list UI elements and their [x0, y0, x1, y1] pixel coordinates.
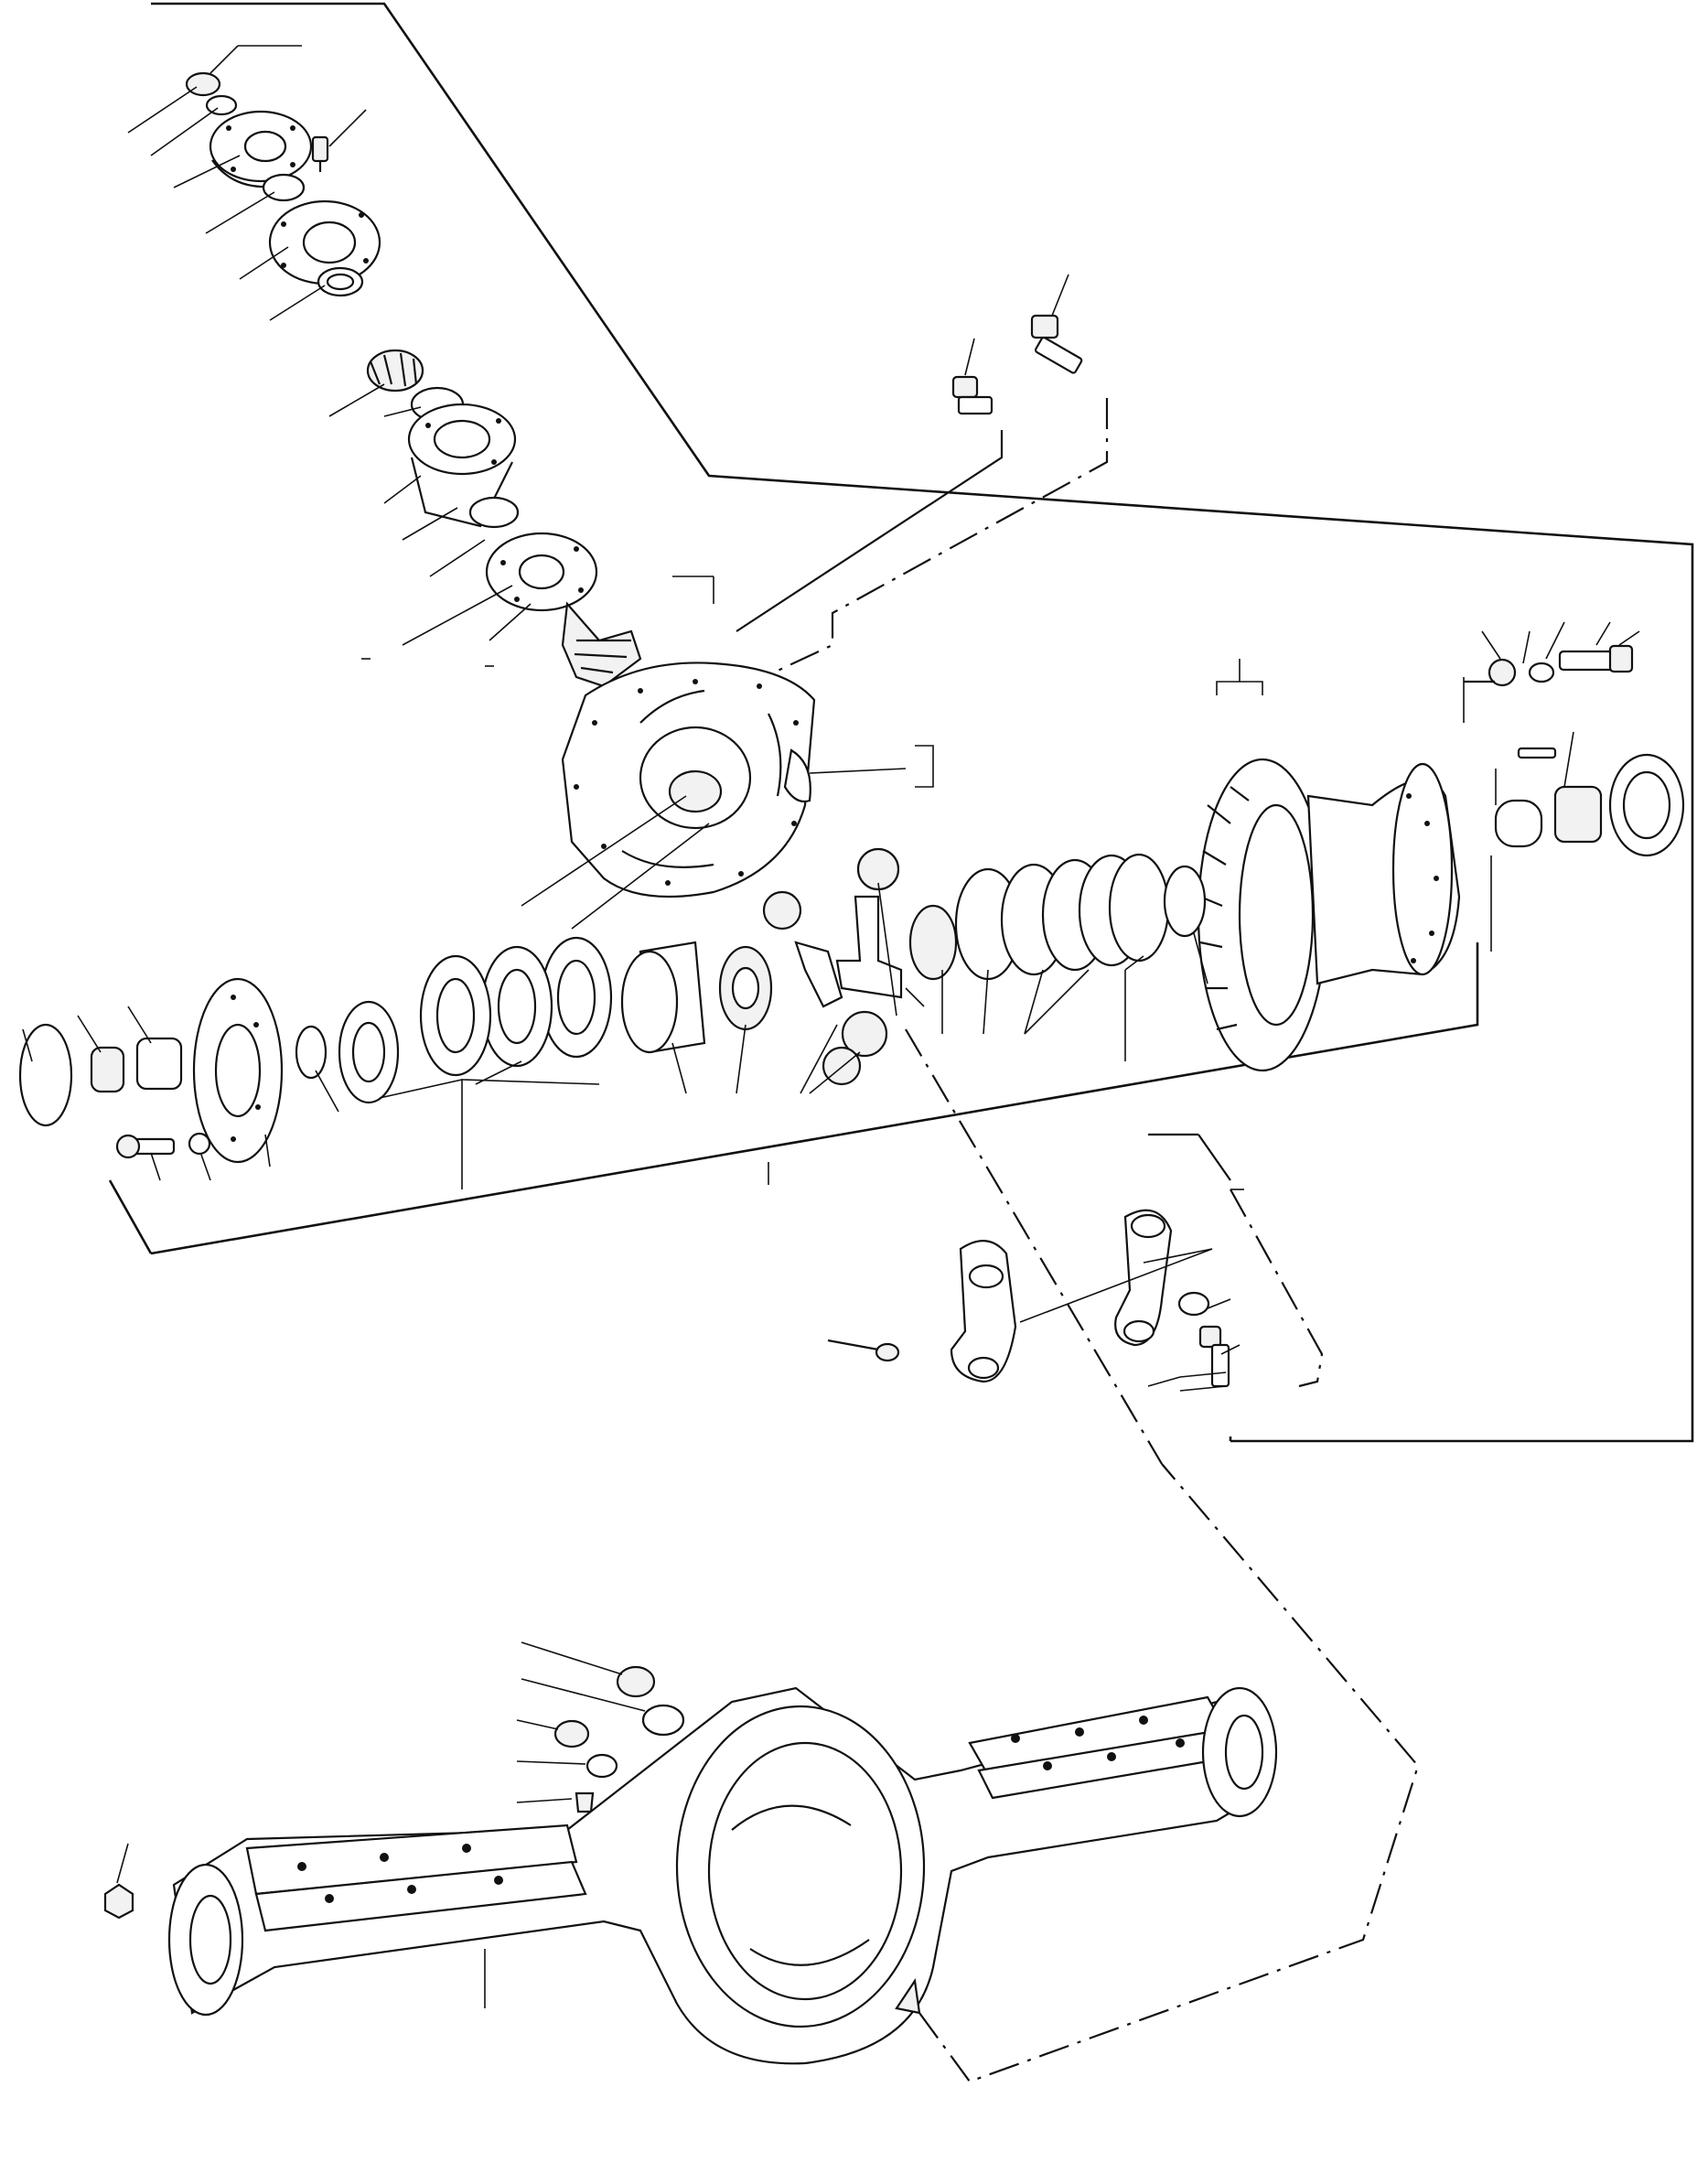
axle-housing [103, 1028, 1420, 2083]
side-gear-right [908, 904, 958, 981]
spider-gear [762, 890, 802, 931]
drive-pinion [561, 601, 642, 688]
cap-washer [1177, 1291, 1210, 1317]
seal-ring [262, 173, 306, 202]
spacer [468, 496, 520, 529]
fill-plug [553, 1719, 590, 1748]
lock-washer [1528, 662, 1555, 683]
bearing-cone-left [90, 1046, 125, 1093]
breather-plug [616, 1665, 656, 1698]
grease-fitting [575, 1791, 595, 1813]
breather-seal [641, 1704, 685, 1737]
bearing-cup-left [135, 1037, 183, 1091]
crown-wheel-group [1197, 621, 1685, 1072]
pinion-flange-group [127, 45, 381, 321]
direction-arrow [895, 1977, 921, 2015]
differential-carrier [521, 662, 934, 930]
pinion-bearing-group [328, 349, 714, 688]
flange-bolt [311, 135, 329, 163]
adjusting-ring-left [18, 1023, 73, 1127]
fill-plug-seal [585, 1753, 618, 1779]
bearing-caps [827, 1189, 1324, 1392]
lock-nut [1488, 658, 1517, 687]
differential-internals [18, 847, 1208, 1189]
flange-nut [185, 71, 221, 97]
assembly-frame-lines [108, 2, 1694, 1443]
spider-gear [856, 847, 900, 891]
spider-gear [841, 1010, 888, 1058]
lock-bolt [1558, 650, 1616, 672]
carrier-bolt-short [951, 375, 979, 399]
bearing-cup-right [1494, 799, 1543, 848]
carrier-bolts [736, 274, 1109, 678]
spider-gear [822, 1046, 862, 1086]
thrust-washer-right [1163, 865, 1207, 938]
washer [205, 94, 238, 116]
cross-shaft [835, 895, 903, 999]
washer-left [188, 1132, 211, 1156]
cotter-pin [875, 1342, 900, 1362]
carrier-bolt-long [1030, 314, 1059, 339]
cap-bolt [1198, 1325, 1222, 1349]
pinion-bearing-cone [366, 349, 424, 393]
housing-nut [103, 1883, 134, 1920]
bearing-cone-right [1553, 785, 1603, 844]
left-pad [254, 1860, 587, 1932]
